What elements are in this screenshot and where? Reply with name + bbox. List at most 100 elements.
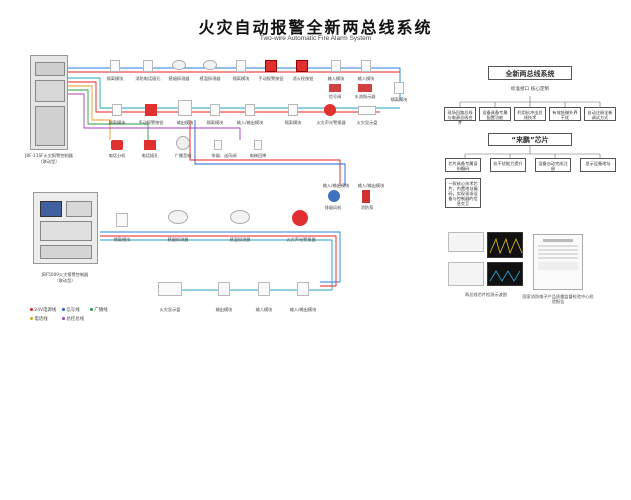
- row1-label: 隔离模块: [106, 76, 124, 81]
- small-panel-sublabel: （联动型）: [54, 278, 76, 283]
- row3-label: 电话分机: [108, 153, 126, 158]
- chip-title: “来鹏”芯片: [488, 133, 572, 146]
- row1-label: 感温探测器: [199, 76, 221, 81]
- row1-label: 消防电话插孔: [135, 76, 161, 81]
- hydrant-button-device: [296, 60, 308, 72]
- chip-feature-box: 芯片具备专属身份编码: [445, 158, 481, 172]
- row4-sub-label: 排烟风机: [324, 205, 342, 210]
- row3-label: 电话插孔: [141, 153, 159, 158]
- manual-alarm-device: [145, 104, 157, 116]
- telephone-device: [111, 140, 123, 150]
- row6-label: 火灾显示盘: [159, 307, 181, 312]
- row2-label: 隔离模块: [108, 120, 126, 125]
- output-module-device: [218, 282, 230, 296]
- row5-label: 火灾声光警报器: [286, 237, 316, 242]
- row6-label: 输入/输出模块: [289, 307, 317, 312]
- row1-label: 输入模块: [357, 76, 375, 81]
- caption-left: 两总线芯片检测示波图: [465, 292, 507, 297]
- row1-label: 隔离模块: [390, 97, 408, 102]
- row2-label: 输入/输出模块: [236, 120, 264, 125]
- row6-label: 输出模块: [215, 307, 233, 312]
- row6-label: 输入模块: [255, 307, 273, 312]
- input-module-device: [331, 60, 341, 72]
- vent-valve-device: [214, 140, 222, 150]
- row4-sub-label: 消防泵: [360, 205, 374, 210]
- row1-label: 感烟探测器: [168, 76, 190, 81]
- row2-label: 手动报警按钮: [138, 120, 164, 125]
- page-subtitle: Two-wire Automatic Fire Alarm System: [259, 35, 372, 42]
- row2-label: 火灾声光警报器: [316, 120, 346, 125]
- legend-item: 24V电源线: [30, 307, 56, 313]
- io-module-device: [245, 104, 255, 116]
- row5-label: 感烟探测器: [167, 237, 189, 242]
- phone-jack-device: [144, 140, 156, 150]
- row4-label: 输入/输出模块: [357, 183, 385, 188]
- row2-label: 火灾显示盘: [356, 120, 378, 125]
- smoke-detector-device: [168, 210, 188, 224]
- chip-feature-box: 显示设备地址: [580, 158, 616, 172]
- row1-label: 隔离模块: [232, 76, 250, 81]
- row2-label: 隔离模块: [206, 120, 224, 125]
- row1-label: 手动报警按钮: [258, 76, 284, 81]
- flow-indicator-device: [358, 84, 372, 92]
- oscilloscope-image: [448, 262, 484, 286]
- row5-label: 隔离模块: [113, 237, 131, 242]
- fire-pump-device: [362, 190, 370, 203]
- certificate-image: [533, 234, 583, 290]
- right-subheader: 标准接口 核心定制: [510, 87, 550, 92]
- row2-label: 隔离模块: [284, 120, 302, 125]
- right-header: 全新两总线系统: [488, 66, 572, 80]
- main-control-panel: [30, 55, 68, 150]
- input-module-device: [258, 282, 270, 296]
- isolation-module-device: [288, 104, 298, 116]
- oscilloscope-image: [448, 232, 484, 252]
- row4-label: 输入/输出模块: [322, 183, 350, 188]
- fire-display-device: [158, 282, 182, 296]
- isolation-module-device: [110, 60, 120, 72]
- row3-label: 排烟、送风阀: [211, 153, 237, 158]
- feature-box: 有效抵御外界干扰: [549, 107, 581, 121]
- small-panel-label: JBF5009火灾报警控制器: [41, 272, 89, 277]
- speaker-device: [176, 136, 190, 150]
- caption-right: 国家消防电子产品质量监督检验中心检验报告: [522, 294, 594, 304]
- row1-label: 消火栓按钮: [292, 76, 314, 81]
- oscilloscope-image: [487, 232, 523, 258]
- legend-item: 电话线: [30, 316, 48, 322]
- alarm-sounder-device: [292, 210, 308, 226]
- chip-feature-box: 抗干扰能力提升: [490, 158, 526, 172]
- output-module-device: [178, 100, 192, 116]
- row3-label: 电梯回降: [249, 153, 267, 158]
- manual-alarm-device: [265, 60, 277, 72]
- small-control-panel: [33, 192, 98, 264]
- feature-box: 现场回路总线与电源总线合并: [444, 107, 476, 125]
- phone-jack-device: [143, 60, 153, 72]
- feature-box: 自动注册全新调试方式: [584, 107, 616, 121]
- chip-feature-box: 设备自动完成注册: [535, 158, 571, 172]
- isolation-module-device: [116, 213, 128, 227]
- isolation-module-device: [236, 60, 246, 72]
- chip-note: 一款核心技术芯片，内置地址编码，实现现场设备与控制器的信息交互: [445, 178, 481, 208]
- legend-item: 总控总线: [62, 316, 84, 322]
- row2-label: 输出模块: [176, 120, 194, 125]
- input-module-device: [361, 60, 371, 72]
- row1-sub-label: 信号阀: [328, 94, 342, 99]
- row3-label: 广播音响: [174, 153, 192, 158]
- heat-detector-device: [230, 210, 250, 224]
- alarm-sounder-device: [324, 104, 336, 116]
- row1-label: 输入模块: [327, 76, 345, 81]
- oscilloscope-image: [487, 262, 523, 286]
- isolation-module-device: [112, 104, 122, 116]
- main-panel-sublabel: （联动型）: [38, 159, 60, 164]
- legend-item: 广播线: [90, 307, 108, 313]
- io-module-device: [297, 282, 309, 296]
- row1-sub-label: 水流指示器: [354, 94, 376, 99]
- fire-display-device: [358, 106, 376, 115]
- isolation-module-device: [210, 104, 220, 116]
- legend-item: 信号线: [62, 307, 80, 313]
- heat-detector-device: [203, 60, 217, 70]
- exhaust-fan-device: [328, 190, 340, 202]
- smoke-detector-device: [172, 60, 186, 70]
- feature-box: 设备具备专属配置功能: [479, 107, 511, 121]
- isolation-module-device: [394, 82, 404, 94]
